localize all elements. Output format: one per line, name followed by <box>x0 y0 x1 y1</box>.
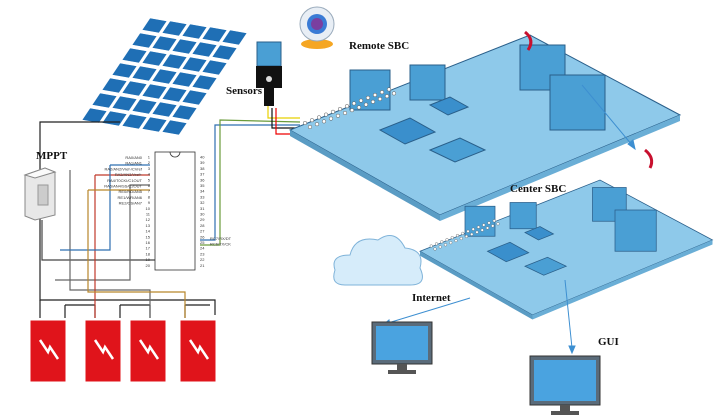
svg-text:39: 39 <box>200 160 205 165</box>
svg-text:35: 35 <box>200 183 205 188</box>
svg-text:28: 28 <box>200 223 205 228</box>
wires <box>39 105 301 318</box>
svg-text:6: 6 <box>148 183 151 188</box>
monitor-icon <box>529 355 601 415</box>
pin-label: RE1/WR/AN6 <box>118 195 143 200</box>
svg-text:38: 38 <box>200 166 205 171</box>
webcam-icon <box>299 6 335 49</box>
svg-text:4: 4 <box>148 172 151 177</box>
remote-sbc-label: Remote SBC <box>349 40 410 52</box>
pin-label: RC6/TX/CK <box>210 242 231 247</box>
cloud-icon <box>333 235 423 286</box>
svg-text:33: 33 <box>200 194 205 199</box>
svg-text:7: 7 <box>148 189 151 194</box>
svg-text:34: 34 <box>200 189 205 194</box>
svg-text:14: 14 <box>146 229 151 234</box>
svg-text:19: 19 <box>146 257 151 262</box>
svg-text:25: 25 <box>200 240 205 245</box>
sensors-label: Sensors <box>226 85 263 97</box>
svg-text:32: 32 <box>200 200 205 205</box>
battery-icon <box>129 319 167 383</box>
pin-label: RA0/AN0 <box>125 155 142 160</box>
battery-icon <box>29 319 67 383</box>
sensor-icon <box>256 41 282 106</box>
svg-text:5: 5 <box>148 177 151 182</box>
svg-text:16: 16 <box>146 240 151 245</box>
microcontroller-icon: 1 40 2 39 3 38 4 37 5 36 6 35 7 34 8 33 9 32 10 31 11 30 12 29 1… <box>104 151 232 271</box>
solar-panel-icon <box>81 17 248 136</box>
center-sbc-label: Center SBC <box>510 183 567 195</box>
gui-label: GUI <box>598 336 619 348</box>
svg-text:11: 11 <box>146 212 151 217</box>
pin-label: RA2/AN2/Vref-/CVref <box>105 166 143 171</box>
wireless-signal-icon <box>524 30 533 51</box>
pin-label: RA1/AN1 <box>125 161 142 166</box>
pin-label: RA3/AN3/Vref+ <box>115 172 143 177</box>
wireless-signal-icon <box>644 148 654 169</box>
svg-text:18: 18 <box>146 251 151 256</box>
remote-sbc-board <box>288 34 682 221</box>
batteries <box>29 319 217 383</box>
svg-text:8: 8 <box>148 194 151 199</box>
svg-text:15: 15 <box>146 234 151 239</box>
svg-text:2: 2 <box>148 160 151 165</box>
svg-text:31: 31 <box>200 206 205 211</box>
svg-text:22: 22 <box>200 257 205 262</box>
pin-label: RE0/RD/AN5 <box>118 189 142 194</box>
svg-text:10: 10 <box>146 206 151 211</box>
svg-text:20: 20 <box>146 263 151 268</box>
svg-text:24: 24 <box>200 246 205 251</box>
svg-text:27: 27 <box>200 229 205 234</box>
mppt-label: MPPT <box>36 150 68 162</box>
battery-icon <box>179 319 217 383</box>
svg-text:26: 26 <box>200 234 205 239</box>
svg-text:3: 3 <box>148 166 151 171</box>
svg-text:1: 1 <box>148 155 151 160</box>
monitor-icon <box>371 321 433 374</box>
svg-text:30: 30 <box>200 212 205 217</box>
svg-text:13: 13 <box>146 223 151 228</box>
internet-label: Internet <box>412 292 451 304</box>
svg-text:17: 17 <box>146 246 151 251</box>
pin-label: RA5/AN4/SS/C2OUT <box>104 184 142 189</box>
svg-text:23: 23 <box>200 251 205 256</box>
svg-text:29: 29 <box>200 217 205 222</box>
svg-text:12: 12 <box>146 217 151 222</box>
svg-text:9: 9 <box>148 200 151 205</box>
pin-label: RA4/T0CKI/C1OUT <box>107 178 142 183</box>
battery-icon <box>84 319 122 383</box>
pin-label: RE2/CS/AN7 <box>119 201 143 206</box>
mppt-icon <box>23 167 57 221</box>
svg-text:40: 40 <box>200 155 205 160</box>
svg-text:21: 21 <box>200 263 205 268</box>
svg-text:37: 37 <box>200 172 205 177</box>
center-sbc-board <box>419 179 714 320</box>
pin-label: RC7/RX/DT <box>210 236 232 241</box>
svg-text:36: 36 <box>200 177 205 182</box>
